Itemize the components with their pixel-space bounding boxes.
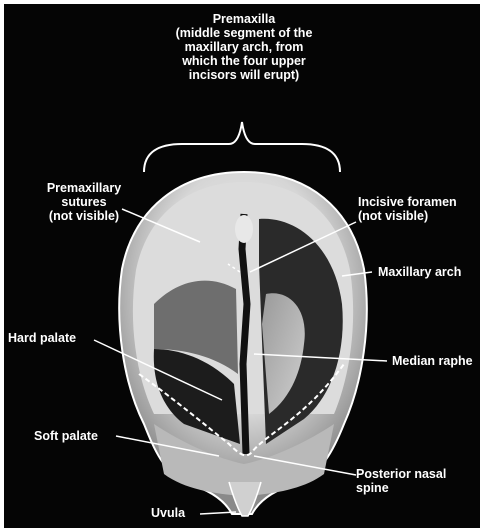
- hard-palate-label: Hard palate: [8, 331, 76, 345]
- premaxillary-sutures-line-2: sutures: [36, 195, 132, 209]
- premaxilla-line-2: (middle segment of the: [159, 26, 329, 40]
- maxillary-arch-label: Maxillary arch: [378, 265, 461, 279]
- premaxilla-line-5: incisors will erupt): [159, 68, 329, 82]
- incisive-papilla: [235, 215, 253, 243]
- palate-photo-panel: Premaxilla (middle segment of the maxill…: [4, 4, 480, 528]
- incisive-foramen-line-2: (not visible): [358, 209, 457, 223]
- uvula-label: Uvula: [151, 506, 185, 520]
- premaxillary-sutures-line-3: (not visible): [36, 209, 132, 223]
- premaxilla-line-3: maxillary arch, from: [159, 40, 329, 54]
- premaxilla-brace: [144, 122, 340, 172]
- posterior-nasal-spine-label: Posterior nasal spine: [356, 467, 446, 495]
- premaxillary-sutures-label: Premaxillary sutures (not visible): [36, 181, 132, 223]
- premaxilla-line-4: which the four upper: [159, 54, 329, 68]
- soft-palate-label: Soft palate: [34, 429, 98, 443]
- premaxilla-line-1: Premaxilla: [159, 12, 329, 26]
- premaxillary-sutures-line-1: Premaxillary: [36, 181, 132, 195]
- median-raphe-label: Median raphe: [392, 354, 473, 368]
- posterior-nasal-spine-line-1: Posterior nasal: [356, 467, 446, 481]
- incisive-foramen-label: Incisive foramen (not visible): [358, 195, 457, 223]
- leader-uvula: [200, 512, 236, 514]
- posterior-nasal-spine-line-2: spine: [356, 481, 446, 495]
- premaxilla-label: Premaxilla (middle segment of the maxill…: [159, 12, 329, 82]
- incisive-foramen-line-1: Incisive foramen: [358, 195, 457, 209]
